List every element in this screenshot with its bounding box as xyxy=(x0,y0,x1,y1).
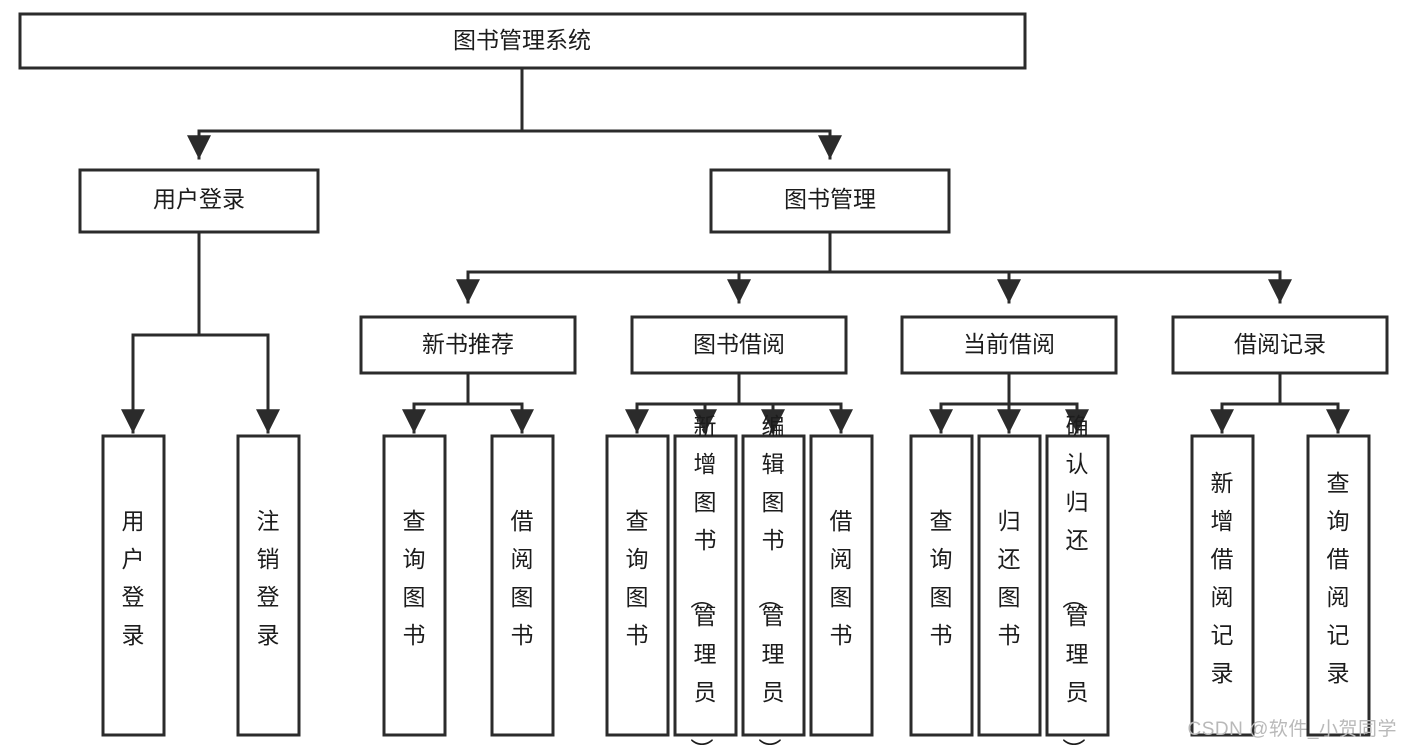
node-new-book-recommend-box[interactable] xyxy=(359,315,577,375)
csdn-watermark: CSDN @软件_小贺同学 xyxy=(1187,719,1397,740)
node-leaf-query-book-3-label: 查询图书 xyxy=(930,508,953,648)
node-leaf-user-login-label: 用户登录 xyxy=(122,508,145,648)
connector-group-user-login xyxy=(121,230,280,434)
node-book-management[interactable]: 图书管理 xyxy=(709,168,951,234)
node-book-borrow-label: 图书借阅 xyxy=(693,331,785,357)
node-root[interactable]: 图书管理系统 xyxy=(18,12,1027,70)
node-leaf-add-record-box[interactable] xyxy=(1190,434,1255,737)
node-leaf-query-record-label: 查询借阅记录 xyxy=(1327,470,1350,686)
node-leaf-edit-book-box[interactable] xyxy=(741,434,806,737)
node-leaf-add-book-label: 新增图书（管理员） xyxy=(689,413,717,747)
node-book-management-box[interactable] xyxy=(709,168,951,234)
node-book-borrow-box[interactable] xyxy=(630,315,848,375)
node-leaf-query-book-1-box[interactable] xyxy=(382,434,447,737)
node-leaf-query-record[interactable]: 查询借阅记录 xyxy=(1306,434,1371,737)
node-leaf-user-login-box[interactable] xyxy=(101,434,166,737)
node-leaf-query-book-2-label: 查询图书 xyxy=(626,508,649,648)
node-leaf-return-book[interactable]: 归还图书 xyxy=(977,434,1042,737)
connector-group-borrow-record xyxy=(1210,371,1350,434)
node-leaf-borrow-book-2-box[interactable] xyxy=(809,434,874,737)
node-leaf-confirm-return-label: 确认归还（管理员） xyxy=(1061,413,1089,747)
node-current-borrow[interactable]: 当前借阅 xyxy=(900,315,1118,375)
node-new-book-recommend-label: 新书推荐 xyxy=(422,331,514,357)
node-leaf-add-record[interactable]: 新增借阅记录 xyxy=(1190,434,1255,737)
node-leaf-add-record-label: 新增借阅记录 xyxy=(1211,470,1234,686)
node-new-book-recommend[interactable]: 新书推荐 xyxy=(359,315,577,375)
node-book-management-label: 图书管理 xyxy=(784,186,876,212)
node-leaf-edit-book-label: 编辑图书（管理员） xyxy=(757,413,785,747)
connector-group-new-book-recommend xyxy=(402,371,534,434)
node-leaf-add-book[interactable]: 新增图书（管理员） xyxy=(673,413,738,747)
node-borrow-record-label: 借阅记录 xyxy=(1234,331,1326,357)
node-leaf-confirm-return-box[interactable] xyxy=(1045,434,1110,737)
node-leaf-query-book-2-box[interactable] xyxy=(605,434,670,737)
node-user-login[interactable]: 用户登录 xyxy=(78,168,320,234)
node-leaf-confirm-return[interactable]: 确认归还（管理员） xyxy=(1045,413,1110,747)
node-current-borrow-label: 当前借阅 xyxy=(963,331,1055,357)
connector-group-root xyxy=(187,66,842,160)
node-leaf-user-login[interactable]: 用户登录 xyxy=(101,434,166,737)
node-user-login-box[interactable] xyxy=(78,168,320,234)
node-leaf-query-book-1-label: 查询图书 xyxy=(403,508,426,648)
node-leaf-query-book-3[interactable]: 查询图书 xyxy=(909,434,974,737)
connector-group-current-borrow xyxy=(929,371,1089,434)
node-book-borrow[interactable]: 图书借阅 xyxy=(630,315,848,375)
node-leaf-query-book-1[interactable]: 查询图书 xyxy=(382,434,447,737)
node-leaf-query-record-box[interactable] xyxy=(1306,434,1371,737)
node-leaf-borrow-book-2[interactable]: 借阅图书 xyxy=(809,434,874,737)
node-leaf-add-book-box[interactable] xyxy=(673,434,738,737)
connector-group-book-borrow xyxy=(625,371,853,434)
node-leaf-borrow-book-1[interactable]: 借阅图书 xyxy=(490,434,555,737)
node-current-borrow-box[interactable] xyxy=(900,315,1118,375)
connector-group-book-management xyxy=(456,230,1292,304)
node-leaf-edit-book[interactable]: 编辑图书（管理员） xyxy=(741,413,806,747)
node-borrow-record-box[interactable] xyxy=(1171,315,1389,375)
node-leaf-logout-login[interactable]: 注销登录 xyxy=(236,434,301,737)
node-leaf-query-book-2[interactable]: 查询图书 xyxy=(605,434,670,737)
node-leaf-logout-login-box[interactable] xyxy=(236,434,301,737)
node-leaf-query-book-3-box[interactable] xyxy=(909,434,974,737)
node-borrow-record[interactable]: 借阅记录 xyxy=(1171,315,1389,375)
node-leaf-borrow-book-1-box[interactable] xyxy=(490,434,555,737)
node-leaf-return-book-label: 归还图书 xyxy=(998,508,1021,648)
node-leaf-return-book-box[interactable] xyxy=(977,434,1042,737)
node-root-box[interactable] xyxy=(18,12,1027,70)
node-leaf-borrow-book-1-label: 借阅图书 xyxy=(511,508,534,648)
node-root-label: 图书管理系统 xyxy=(453,27,591,53)
node-leaf-logout-login-label: 注销登录 xyxy=(257,508,280,648)
node-leaf-borrow-book-2-label: 借阅图书 xyxy=(830,508,853,648)
node-user-login-label: 用户登录 xyxy=(153,186,245,212)
